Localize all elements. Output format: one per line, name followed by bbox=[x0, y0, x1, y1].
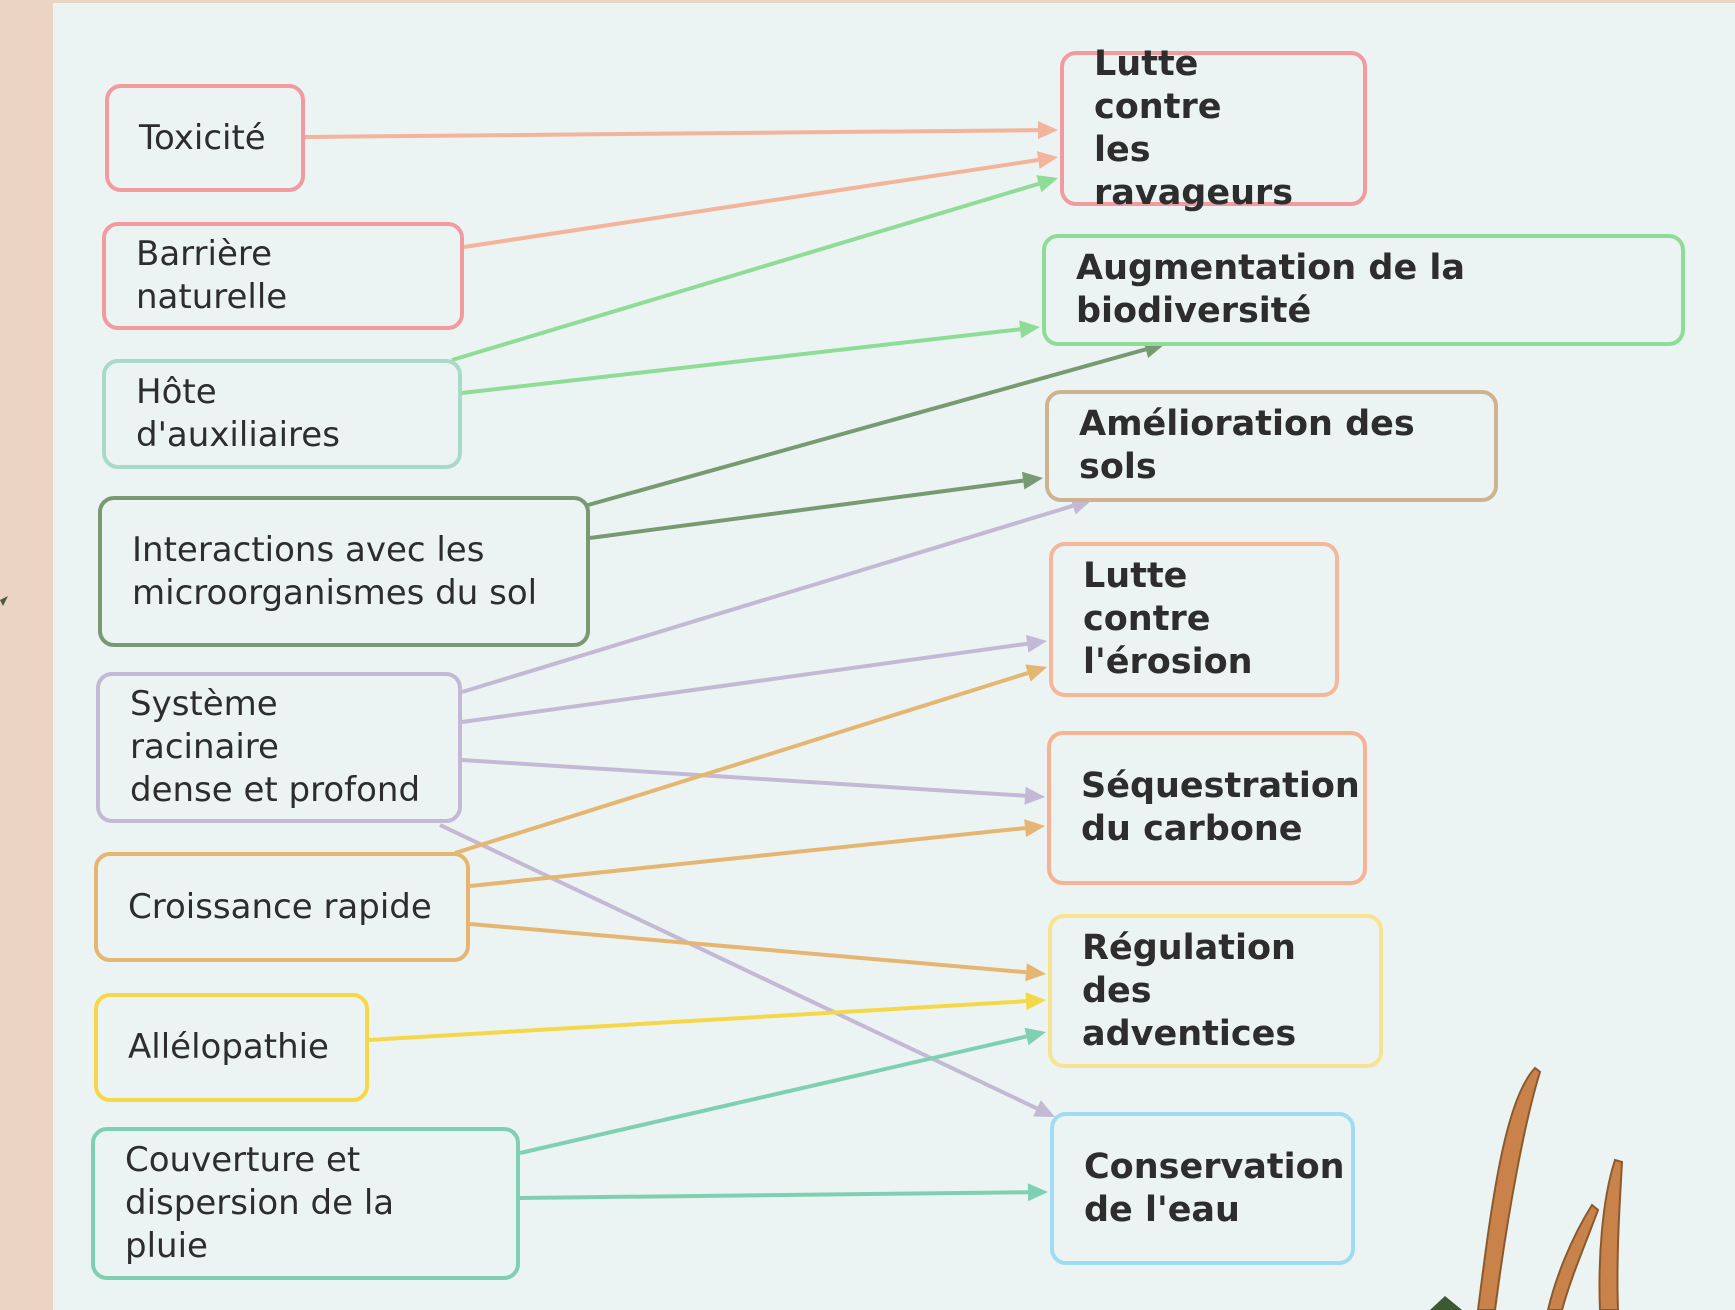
arrowhead-hote-to-biodiversite bbox=[1019, 320, 1040, 339]
target-box-amelioration-sols: Amélioration des sols bbox=[1045, 390, 1498, 502]
source-label-systeme-racinaire: Système racinaire dense et profond bbox=[130, 684, 421, 810]
arrowhead-couverture-to-eau bbox=[1027, 1183, 1048, 1202]
target-box-lutte-erosion: Lutte contre l'érosion bbox=[1049, 542, 1339, 697]
arrowhead-toxicite-to-ravageurs bbox=[1037, 121, 1058, 140]
connector-croissance-to-carbone bbox=[469, 826, 1026, 888]
arrowhead-croissance-to-erosion bbox=[1025, 664, 1047, 682]
target-box-biodiversite: Augmentation de la biodiversité bbox=[1042, 234, 1685, 346]
arrowhead-barriere-to-ravageurs bbox=[1036, 151, 1058, 169]
source-box-barriere-naturelle: Barrière naturelle bbox=[102, 222, 464, 330]
arrowhead-hote-to-ravageurs bbox=[1036, 175, 1058, 193]
connector-hote-to-ravageurs bbox=[451, 181, 1040, 362]
arrowhead-croissance-to-carbone bbox=[1024, 819, 1045, 838]
connector-interactions-to-sols bbox=[589, 478, 1024, 540]
source-label-interactions-microorganismes: Interactions avec les microorganismes du… bbox=[132, 529, 538, 613]
arrowhead-systeme-to-erosion bbox=[1025, 634, 1047, 653]
connector-barriere-to-ravageurs bbox=[463, 158, 1039, 249]
source-box-toxicite: Toxicité bbox=[105, 84, 305, 192]
source-box-hote-auxiliaires: Hôte d'auxiliaires bbox=[102, 359, 462, 469]
target-label-lutte-ravageurs: Lutte contre les ravageurs bbox=[1094, 43, 1294, 213]
connector-interactions-to-biodiversite bbox=[587, 347, 1147, 507]
target-box-lutte-ravageurs: Lutte contre les ravageurs bbox=[1060, 44, 1367, 213]
connector-systeme-to-erosion bbox=[461, 641, 1028, 724]
connector-hote-to-biodiversite bbox=[461, 327, 1021, 395]
source-label-barriere-naturelle: Barrière naturelle bbox=[136, 234, 288, 317]
source-box-allelopathie: Allélopathie bbox=[94, 993, 369, 1102]
target-box-conservation-eau: Conservation de l'eau bbox=[1050, 1112, 1355, 1265]
source-label-toxicite: Toxicité bbox=[139, 117, 266, 158]
connector-toxicite-to-ravageurs bbox=[304, 128, 1039, 139]
connector-allelopathie-to-adventices bbox=[368, 999, 1027, 1042]
arrowhead-systeme-to-carbone bbox=[1024, 786, 1045, 805]
target-label-biodiversite: Augmentation de la biodiversité bbox=[1076, 248, 1465, 331]
arrowhead-interactions-to-sols bbox=[1021, 471, 1043, 490]
source-label-hote-auxiliaires: Hôte d'auxiliaires bbox=[136, 372, 340, 455]
source-label-couverture-pluie: Couverture et dispersion de la pluie bbox=[125, 1140, 395, 1266]
arrowhead-croissance-to-adventices bbox=[1025, 963, 1046, 982]
connector-systeme-to-sols bbox=[461, 503, 1074, 694]
arrowhead-allelopathie-to-adventices bbox=[1025, 992, 1046, 1011]
target-label-conservation-eau: Conservation de l'eau bbox=[1084, 1146, 1345, 1230]
connector-couverture-to-eau bbox=[519, 1190, 1029, 1200]
connector-systeme-to-eau bbox=[439, 823, 1038, 1111]
connector-couverture-to-adventices bbox=[519, 1034, 1027, 1155]
source-label-allelopathie: Allélopathie bbox=[128, 1027, 329, 1067]
target-box-sequestration-carbone: Séquestration du carbone bbox=[1047, 731, 1367, 885]
source-box-systeme-racinaire: Système racinaire dense et profond bbox=[96, 672, 462, 823]
target-label-lutte-erosion: Lutte contre l'érosion bbox=[1083, 556, 1253, 682]
connector-systeme-to-carbone bbox=[461, 758, 1026, 798]
source-box-couverture-pluie: Couverture et dispersion de la pluie bbox=[91, 1127, 520, 1280]
target-label-sequestration-carbone: Séquestration du carbone bbox=[1081, 766, 1360, 849]
connector-croissance-to-erosion bbox=[454, 671, 1029, 855]
target-box-regulation-adventices: Régulation des adventices bbox=[1048, 914, 1383, 1068]
source-box-interactions-microorganismes: Interactions avec les microorganismes du… bbox=[98, 496, 590, 647]
connector-croissance-to-adventices bbox=[469, 922, 1027, 975]
arrowhead-systeme-to-eau bbox=[1033, 1100, 1055, 1117]
source-box-croissance-rapide: Croissance rapide bbox=[94, 852, 470, 962]
arrowhead-couverture-to-adventices bbox=[1024, 1027, 1046, 1046]
source-label-croissance-rapide: Croissance rapide bbox=[128, 886, 432, 927]
target-label-amelioration-sols: Amélioration des sols bbox=[1079, 404, 1415, 487]
target-label-regulation-adventices: Régulation des adventices bbox=[1082, 927, 1297, 1054]
